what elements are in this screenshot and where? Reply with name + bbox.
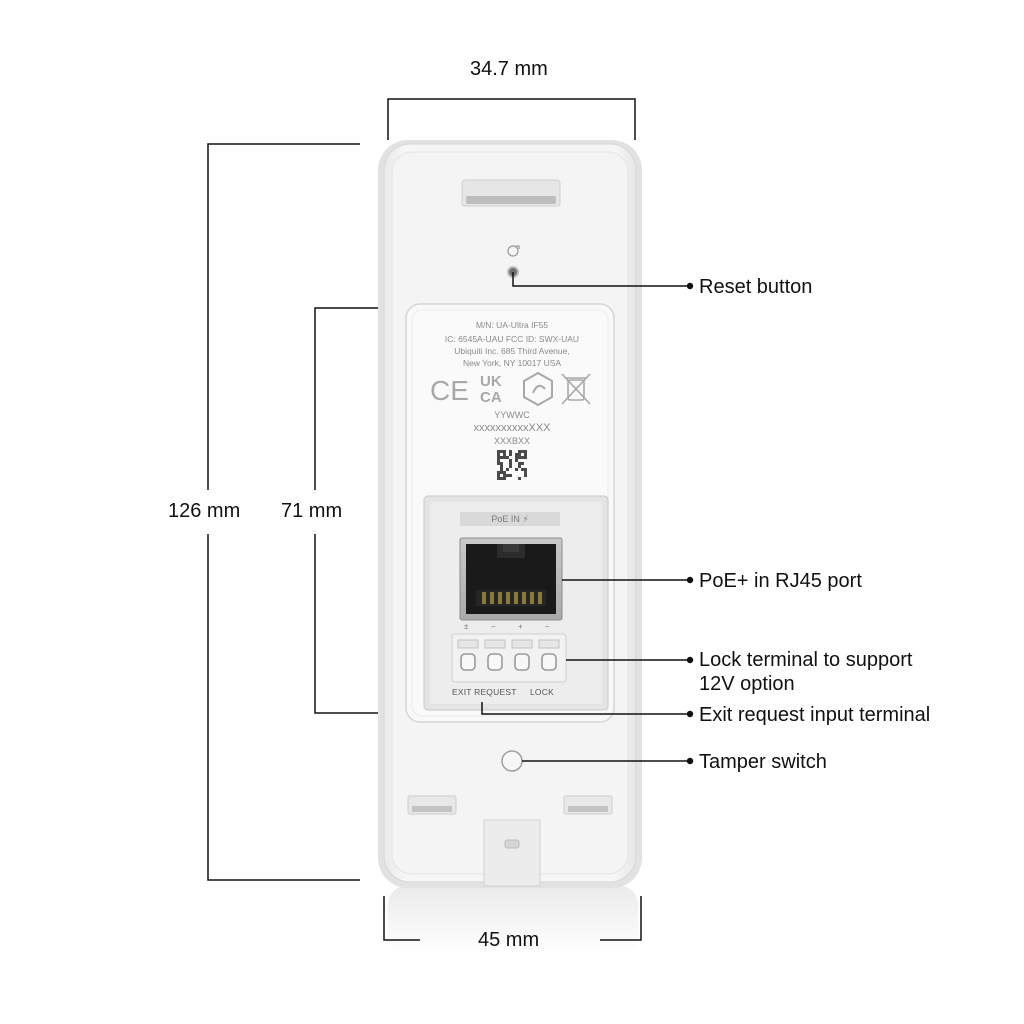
dim-height-inner-label: 71 mm	[281, 500, 343, 522]
rj45-port	[459, 537, 563, 621]
device-ids-text: IC: 6545A-UAU FCC ID: SWX-UAU	[444, 334, 580, 344]
svg-text:CA: CA	[480, 389, 502, 406]
tamper-switch	[501, 750, 523, 772]
ukca-mark-icon: UK CA	[480, 373, 502, 406]
device-date-code: YYWWC	[494, 410, 530, 420]
leader-exit	[481, 702, 688, 715]
terminal-pin-label: ±	[464, 622, 469, 631]
lightning-icon: ⚡	[522, 514, 529, 524]
bottom-clip-left	[407, 795, 457, 815]
dim-total-height	[207, 143, 360, 490]
svg-text:CE: CE	[430, 375, 469, 406]
callout-lock-terminal-line1: Lock terminal to support	[699, 649, 913, 671]
callout-poe-port: PoE+ in RJ45 port	[699, 570, 862, 592]
qr-code-icon	[495, 448, 529, 482]
dim-height-total-label: 126 mm	[168, 500, 241, 522]
poe-in-label: PoE IN ⚡	[460, 514, 560, 525]
svg-text:UK: UK	[480, 373, 502, 390]
poe-in-text: PoE IN	[491, 514, 520, 524]
dim-inner-height	[314, 307, 378, 490]
bottom-clip-right	[563, 795, 613, 815]
dim-top-width	[387, 98, 636, 140]
terminal-pin-label: +	[518, 622, 523, 631]
dim-width-bottom-label: 45 mm	[478, 929, 540, 951]
callout-lock-terminal-line2: 12V option	[699, 673, 795, 695]
ce-mark-icon: CE	[430, 375, 469, 406]
terminal-block	[451, 633, 567, 683]
terminal-pin-label: −	[545, 622, 550, 631]
device-address1-text: Ubiquiti Inc. 685 Third Avenue,	[454, 346, 570, 356]
device-address2-text: New York, NY 10017 USA	[462, 358, 562, 368]
callout-tamper-switch: Tamper switch	[699, 751, 827, 773]
device-reflection	[388, 885, 638, 955]
terminal-lock-label: LOCK	[530, 687, 554, 697]
callout-dots	[686, 282, 694, 765]
device-batch: XXXBXX	[493, 436, 531, 446]
terminal-pin-label: −	[491, 622, 496, 631]
bottom-latch-tab	[483, 819, 541, 887]
leader-reset	[512, 272, 688, 287]
dim-bottom-width	[383, 896, 420, 941]
callout-exit-request: Exit request input terminal	[699, 704, 931, 726]
device-serial: xxxxxxxxxxXXX	[473, 422, 551, 434]
device-model-text: M/N: UA-Ultra IF55	[475, 320, 549, 330]
callout-reset-button: Reset button	[699, 276, 813, 298]
dimension-lines	[207, 98, 642, 941]
weee-bin-icon	[561, 373, 591, 405]
rcm-mark-icon	[523, 371, 553, 407]
poe-label-plate	[460, 512, 560, 526]
reset-icon	[507, 245, 520, 257]
dim-width-top-label: 34.7 mm	[470, 58, 548, 80]
terminal-exit-request-label: EXIT REQUEST	[452, 687, 517, 697]
callout-leaders	[481, 272, 688, 762]
top-mount-slot	[461, 179, 561, 207]
